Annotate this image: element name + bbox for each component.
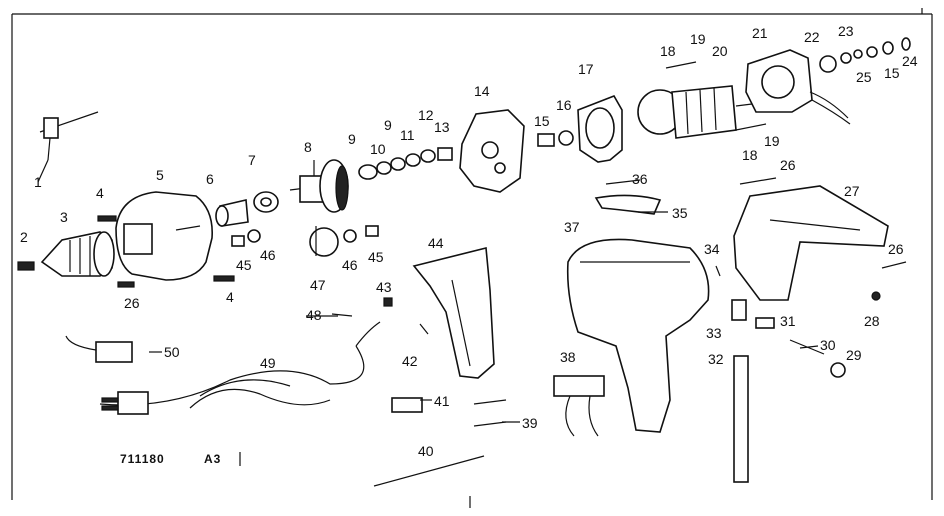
callout-43: 43 (376, 279, 392, 295)
diagram-code: 711180 (120, 452, 165, 466)
callout-42: 42 (402, 353, 418, 369)
callout-21: 21 (752, 25, 768, 41)
callout-10: 10 (370, 141, 386, 157)
callout-30: 30 (820, 337, 836, 353)
callout-47: 47 (310, 277, 326, 293)
callout-37: 37 (564, 219, 580, 235)
callout-numbers: 1 2 3 4 5 6 7 8 9 9 10 11 12 13 14 15 15… (20, 23, 918, 459)
callout-18a: 18 (660, 43, 676, 59)
callout-20: 20 (712, 43, 728, 59)
callout-28: 28 (864, 313, 880, 329)
callout-15b: 15 (884, 65, 900, 81)
callout-18b: 18 (742, 147, 758, 163)
callout-3: 3 (60, 209, 68, 225)
callout-5: 5 (156, 167, 164, 183)
callout-9a: 9 (348, 131, 356, 147)
callout-8: 8 (304, 139, 312, 155)
callout-33: 33 (706, 325, 722, 341)
power-cord-part (65, 321, 381, 415)
callout-22: 22 (804, 29, 820, 45)
callout-48: 48 (306, 307, 322, 323)
callout-46b: 46 (342, 257, 358, 273)
brush-and-cord-parts (715, 265, 846, 483)
callout-26b: 26 (888, 241, 904, 257)
gear-case-part (97, 191, 235, 288)
armature-part (637, 61, 753, 139)
callout-29: 29 (846, 347, 862, 363)
callout-6: 6 (206, 171, 214, 187)
motor-housing-part (566, 238, 710, 433)
callout-26c: 26 (124, 295, 140, 311)
callout-16: 16 (556, 97, 572, 113)
callout-34: 34 (704, 241, 720, 257)
callout-15a: 15 (534, 113, 550, 129)
callout-38: 38 (560, 349, 576, 365)
callout-40: 40 (418, 443, 434, 459)
callout-24: 24 (902, 53, 918, 69)
callout-14: 14 (474, 83, 490, 99)
callout-35: 35 (672, 205, 688, 221)
callout-45a: 45 (236, 257, 252, 273)
callout-50: 50 (164, 344, 180, 360)
bearing-and-washer-parts (215, 191, 379, 247)
diagram-border (11, 8, 933, 500)
callout-26a: 26 (780, 157, 796, 173)
callout-49: 49 (260, 355, 276, 371)
fan-baffle-parts (537, 95, 623, 163)
callout-31: 31 (780, 313, 796, 329)
field-assembly-part (735, 37, 911, 131)
callout-4a: 4 (96, 185, 104, 201)
callout-36: 36 (632, 171, 648, 187)
callout-12: 12 (418, 107, 434, 123)
callout-leaders (149, 211, 819, 423)
callout-23: 23 (838, 23, 854, 39)
sheet-code: A3 (204, 452, 221, 466)
callout-44: 44 (428, 235, 444, 251)
callout-39: 39 (522, 415, 538, 431)
callout-9b: 9 (384, 117, 392, 133)
chuck-key-part (37, 111, 99, 183)
spindle-gear-part (289, 159, 349, 257)
callout-11: 11 (400, 127, 415, 143)
callout-1: 1 (34, 174, 42, 190)
callout-7: 7 (248, 152, 256, 168)
callout-41: 41 (434, 393, 450, 409)
callout-13: 13 (434, 119, 450, 135)
chuck-part (17, 231, 115, 277)
callout-2: 2 (20, 229, 28, 245)
callout-32: 32 (708, 351, 724, 367)
switch-plate-part (594, 179, 662, 215)
callout-4b: 4 (226, 289, 234, 305)
rear-handle-part (733, 177, 907, 301)
washer-stack-parts (358, 147, 453, 180)
gear-plate-part (459, 109, 525, 193)
callout-46a: 46 (260, 247, 276, 263)
callout-27: 27 (844, 183, 860, 199)
callout-17: 17 (578, 61, 594, 77)
callout-25: 25 (856, 69, 872, 85)
switch-and-screws-parts (331, 297, 605, 487)
callout-19a: 19 (690, 31, 706, 47)
callout-19b: 19 (764, 133, 780, 149)
callout-45b: 45 (368, 249, 384, 265)
handle-half-part (412, 246, 495, 379)
